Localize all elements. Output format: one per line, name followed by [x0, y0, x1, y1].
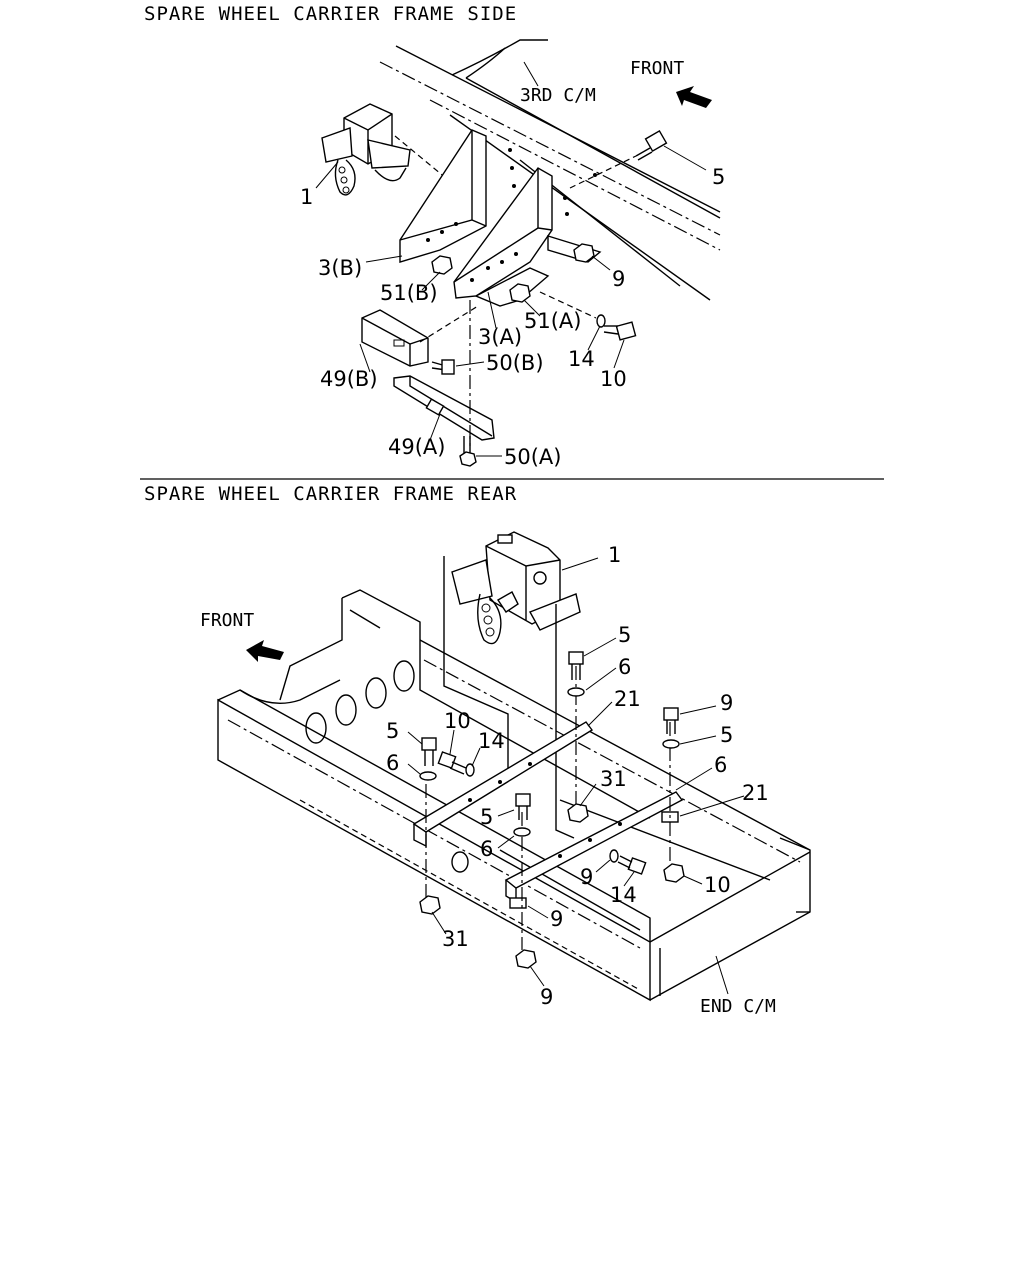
callout-5-c: 5: [386, 719, 399, 743]
washer-6-d: [513, 827, 531, 837]
bolt-5-b: [663, 707, 679, 734]
callout-6-d: 6: [480, 837, 493, 861]
bolt-5-d: [515, 793, 531, 820]
callout-14-left: 14: [478, 729, 505, 753]
callout-14-right: 9: [580, 865, 593, 889]
callout-3b: 3(B): [318, 256, 362, 280]
outline-right: [555, 604, 575, 839]
callout-5-b: 9: [720, 691, 733, 715]
plate-49b: [361, 309, 429, 367]
frame-rail-side: [379, 39, 721, 301]
nut-51a: [509, 283, 531, 303]
callout-6-a: 6: [618, 655, 631, 679]
crossmember-label-bottom: END C/M: [700, 996, 776, 1017]
section-title-rear: SPARE WHEEL CARRIER FRAME REAR: [144, 483, 517, 505]
bolt-5-a: [568, 651, 584, 680]
callout-6-b: 5: [720, 723, 733, 747]
washer-6-a: [567, 687, 585, 697]
plate-21-right: [504, 791, 684, 904]
washer-6-c: [419, 771, 437, 781]
callout-31-bottom: 9: [550, 907, 563, 931]
bolt-50b: [431, 359, 455, 375]
outline-left: [443, 556, 509, 770]
leader-3rd-cm: [523, 61, 539, 87]
section-title-side: SPARE WHEEL CARRIER FRAME SIDE: [144, 3, 517, 25]
callout-9-c: 31: [442, 927, 469, 951]
callout-9-a: 31: [600, 767, 627, 791]
callout-49b: 49(B): [320, 367, 378, 391]
bolt-10-top: [603, 321, 637, 341]
washer-14-right: [609, 849, 619, 863]
bolt-10-right: [617, 855, 647, 875]
nut-9-top: [573, 243, 595, 263]
front-arrow-icon: [246, 640, 284, 662]
front-label-top: FRONT: [630, 58, 684, 79]
callout-10-top: 10: [600, 367, 627, 391]
callout-9-b: 10: [704, 873, 731, 897]
bolt-5-top: [635, 129, 668, 161]
front-arrow-icon: [676, 86, 712, 108]
callout-9-top: 9: [612, 267, 625, 291]
bolt-10-left: [437, 751, 467, 775]
callout-14-top: 14: [568, 347, 595, 371]
crossmember-label-top: 3RD C/M: [520, 85, 596, 106]
carrier-winch-top: [321, 103, 411, 196]
frame-rear: [217, 589, 811, 1002]
callout-21-a: 21: [614, 687, 641, 711]
front-label-bottom: FRONT: [200, 610, 254, 631]
callout-49a: 49(A): [388, 435, 445, 459]
spacer-31-bottom: [509, 897, 527, 909]
nut-9-c: [419, 895, 441, 915]
callout-1-bottom: 1: [608, 543, 621, 567]
callout-9-d: 9: [540, 985, 553, 1009]
bracket-3b: [399, 129, 487, 263]
nut-51b: [431, 255, 453, 275]
callout-5-d: 5: [480, 805, 493, 829]
callout-50b: 50(B): [486, 351, 544, 375]
callout-5-a: 5: [618, 623, 631, 647]
callout-5-top: 5: [712, 165, 725, 189]
plate-49a: [393, 375, 495, 441]
callout-10-left: 10: [444, 709, 471, 733]
callout-10-right: 14: [610, 883, 637, 907]
callout-50a: 50(A): [504, 445, 561, 469]
callout-1-top: 1: [300, 185, 313, 209]
callout-21-b: 6: [714, 753, 727, 777]
nut-9-b: [663, 863, 685, 883]
nut-9-a: [567, 803, 589, 823]
callout-31-right: 21: [742, 781, 769, 805]
carrier-winch-bottom: [451, 531, 581, 645]
callout-51b: 51(B): [380, 281, 438, 305]
washer-14-top: [596, 314, 606, 328]
callout-3a: 3(A): [478, 325, 522, 349]
washer-6-b: [662, 739, 680, 749]
leader-end-cm: [715, 955, 729, 995]
callout-51a: 51(A): [524, 309, 581, 333]
nut-9-d: [515, 949, 537, 969]
bolt-50a: [459, 436, 477, 467]
callout-6-c: 6: [386, 751, 399, 775]
bolt-5-c: [421, 737, 437, 766]
washer-14-left: [465, 763, 475, 777]
